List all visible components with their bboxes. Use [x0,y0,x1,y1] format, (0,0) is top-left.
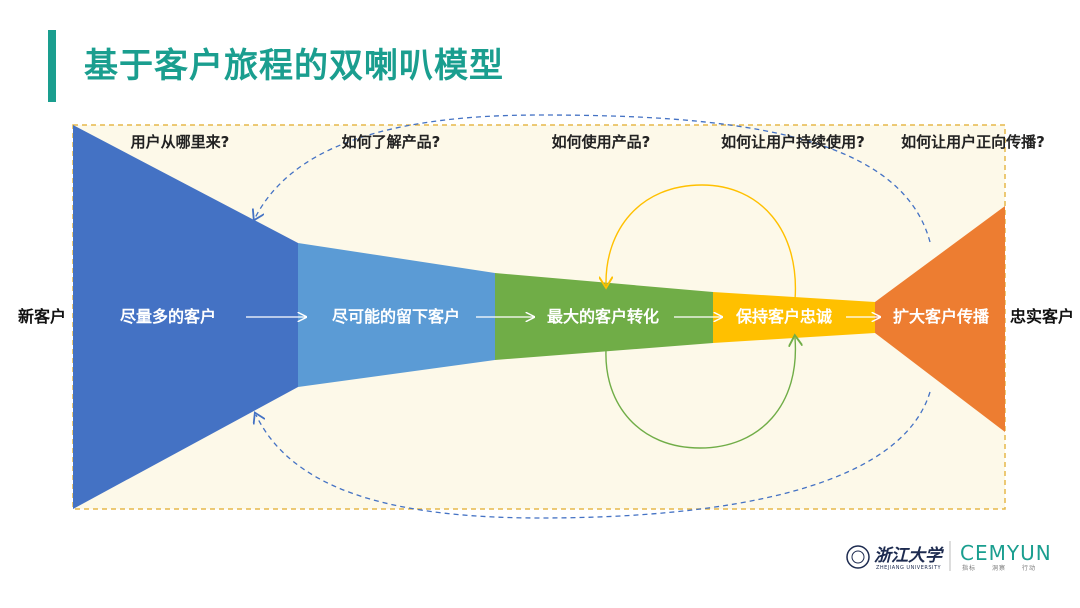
question-3: 如何使用产品? [552,133,651,151]
university-logo: 浙江大学 ZHEJIANG UNIVERSITY [846,545,945,571]
brand-sub-2: 洞察 [992,564,1006,572]
stage-label-4: 保持客户忠诚 [735,307,832,326]
question-5: 如何让用户正向传播? [901,133,1045,151]
funnel-stage-2 [298,243,495,387]
stage-label-3: 最大的客户转化 [547,307,659,326]
university-name: 浙江大学 [874,546,945,566]
university-name-en: ZHEJIANG UNIVERSITY [876,565,942,571]
loyal-customer-label: 忠实客户 [1010,307,1074,326]
funnel-stage-5 [875,206,1005,432]
loop-arrow-yellow [606,184,797,301]
loop-arrow-top [255,114,931,243]
loop-arrow-bottom [256,391,931,519]
question-1: 用户从哪里来? [131,133,230,151]
question-4: 如何让用户持续使用? [721,133,865,151]
funnel-stage-4 [713,292,875,343]
page-title: 基于客户旅程的双喇叭模型 [84,46,504,86]
title-accent-bar [48,30,56,102]
stage-label-5: 扩大客户传播 [893,307,990,326]
university-seal-icon [846,545,870,569]
funnel-stage-3 [495,273,713,360]
question-2: 如何了解产品? [342,133,441,151]
brand-sub-3: 行动 [1022,564,1036,572]
brand-name: CEMYUN [960,541,1052,565]
new-customer-label: 新客户 [18,307,66,326]
cemyun-logo: CEMYUN 指标 洞察 行动 [960,541,1052,572]
stage-label-1: 尽量多的客户 [120,307,216,326]
brand-sub-1: 指标 [962,564,976,572]
funnel-stage-1 [73,125,298,509]
stage-label-2: 尽可能的留下客户 [332,307,460,326]
loop-arrow-green [605,338,796,449]
